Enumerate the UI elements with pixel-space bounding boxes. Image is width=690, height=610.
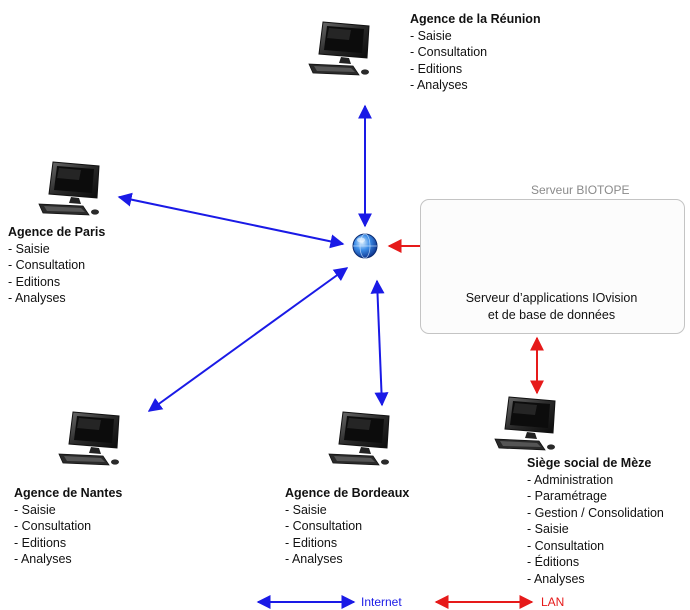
legend-lan-label: LAN — [541, 595, 565, 609]
legend-internet-label: Internet — [361, 595, 402, 609]
agency-meze-item: - Consultation — [527, 538, 605, 553]
agency-meze-item: - Saisie — [527, 522, 569, 536]
agency-paris-item: - Consultation — [8, 258, 86, 272]
agency-reunion-title: Agence de la Réunion — [410, 12, 541, 26]
agency-bordeaux-item: - Saisie — [285, 502, 327, 517]
link-nantes — [147, 267, 349, 412]
agency-meze-item: - Analyses — [527, 571, 585, 586]
agency-nantes-item: - Editions — [14, 535, 67, 550]
agency-bordeaux-title: Agence de Bordeaux — [285, 486, 410, 500]
agency-reunion-label: Agence de la Réunion - Saisie - Consulta… — [410, 11, 541, 94]
link-bordeaux — [370, 279, 389, 407]
computer-icon-reunion — [308, 21, 370, 76]
agency-reunion-item: - Analyses — [410, 78, 468, 92]
agency-meze-title: Siège social de Mèze — [527, 456, 652, 470]
agency-nantes-item: - Consultation — [14, 519, 92, 533]
agency-meze-item: - Paramétrage — [527, 489, 607, 503]
agency-paris-item: - Saisie — [8, 241, 50, 256]
agency-reunion-item: - Editions — [410, 61, 463, 76]
agency-paris-title: Agence de Paris — [8, 225, 106, 239]
server-caption: Serveur BIOTOPE — [531, 183, 630, 197]
agency-nantes-label: Agence de Nantes - Saisie - Consultation… — [14, 485, 122, 568]
agency-nantes-item: - Analyses — [14, 552, 72, 566]
computer-icon-meze — [494, 396, 556, 451]
agency-meze-item: - Administration — [527, 472, 614, 487]
server-line-1: Serveur d’applications IOvision — [465, 291, 638, 305]
agency-reunion-item: - Consultation — [410, 45, 488, 59]
computer-icon-nantes — [58, 411, 120, 466]
computer-icon-paris — [38, 161, 100, 216]
server-description: Serveur d’applications IOvision et de ba… — [420, 290, 683, 324]
agency-meze-item: - Éditions — [527, 555, 580, 569]
agency-nantes-title: Agence de Nantes — [14, 486, 123, 500]
agency-bordeaux-item: - Analyses — [285, 552, 343, 566]
agency-bordeaux-item: - Consultation — [285, 519, 363, 533]
agency-paris-item: - Editions — [8, 274, 61, 289]
globe-icon — [352, 233, 378, 259]
server-box — [420, 199, 685, 334]
agency-reunion-item: - Saisie — [410, 28, 452, 43]
agency-paris-label: Agence de Paris - Saisie - Consultation … — [8, 224, 105, 307]
link-paris — [117, 192, 345, 249]
computer-icon-bordeaux — [328, 411, 390, 466]
agency-bordeaux-item: - Editions — [285, 535, 338, 550]
agency-bordeaux-label: Agence de Bordeaux - Saisie - Consultati… — [285, 485, 409, 568]
agency-nantes-item: - Saisie — [14, 502, 56, 517]
agency-meze-item: - Gestion / Consolidation — [527, 505, 664, 520]
agency-paris-item: - Analyses — [8, 291, 66, 305]
agency-meze-label: Siège social de Mèze - Administration - … — [527, 455, 664, 587]
server-line-2: et de base de données — [487, 308, 616, 322]
